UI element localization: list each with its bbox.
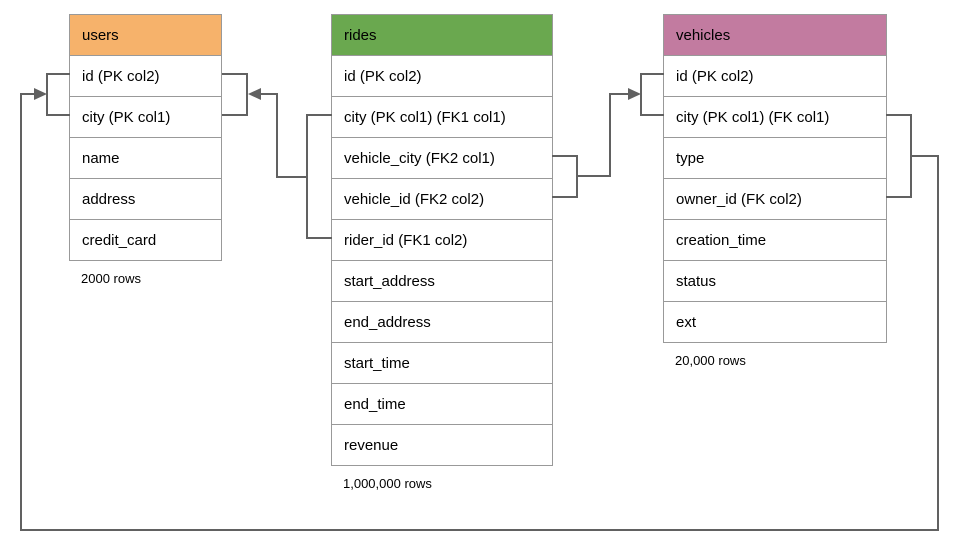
table-row: start_time bbox=[332, 342, 552, 383]
table-rides-box: rides id (PK col2) city (PK col1) (FK1 c… bbox=[331, 14, 553, 466]
table-row: city (PK col1) bbox=[70, 96, 221, 137]
connector-segment bbox=[222, 114, 248, 116]
table-row: ext bbox=[664, 301, 886, 342]
table-vehicles: vehicles id (PK col2) city (PK col1) (FK… bbox=[663, 14, 887, 368]
row-count-label: 1,000,000 rows bbox=[343, 476, 432, 491]
table-row: name bbox=[70, 137, 221, 178]
connector-segment bbox=[246, 73, 248, 116]
connector-segment bbox=[306, 114, 332, 116]
table-row: id (PK col2) bbox=[332, 55, 552, 96]
table-row: revenue bbox=[332, 424, 552, 465]
connector-segment bbox=[306, 237, 332, 239]
connector-segment bbox=[576, 175, 611, 177]
connector-segment bbox=[276, 176, 308, 178]
table-row: type bbox=[664, 137, 886, 178]
table-users-box: users id (PK col2) city (PK col1) name a… bbox=[69, 14, 222, 261]
table-row: credit_card bbox=[70, 219, 221, 260]
table-row: status bbox=[664, 260, 886, 301]
connector-segment bbox=[552, 196, 578, 198]
table-row: start_address bbox=[332, 260, 552, 301]
arrow-left-icon bbox=[248, 88, 261, 100]
table-row: vehicle_id (FK2 col2) bbox=[332, 178, 552, 219]
table-row: id (PK col2) bbox=[664, 55, 886, 96]
table-row: owner_id (FK col2) bbox=[664, 178, 886, 219]
connector-segment bbox=[552, 155, 578, 157]
row-count-label: 2000 rows bbox=[81, 271, 141, 286]
connector-segment bbox=[20, 93, 22, 531]
connector-segment bbox=[886, 196, 912, 198]
table-row: vehicle_city (FK2 col1) bbox=[332, 137, 552, 178]
connector-segment bbox=[20, 93, 35, 95]
table-row: city (PK col1) (FK col1) bbox=[664, 96, 886, 137]
table-vehicles-header: vehicles bbox=[664, 15, 886, 55]
table-row: rider_id (FK1 col2) bbox=[332, 219, 552, 260]
table-row: id (PK col2) bbox=[70, 55, 221, 96]
row-count-label: 20,000 rows bbox=[675, 353, 746, 368]
connector-segment bbox=[46, 114, 70, 116]
connector-segment bbox=[222, 73, 248, 75]
table-users-header: users bbox=[70, 15, 221, 55]
table-row: end_time bbox=[332, 383, 552, 424]
connector-segment bbox=[640, 73, 664, 75]
table-vehicles-box: vehicles id (PK col2) city (PK col1) (FK… bbox=[663, 14, 887, 343]
connector-segment bbox=[609, 93, 611, 177]
table-row: end_address bbox=[332, 301, 552, 342]
arrow-right-icon bbox=[34, 88, 47, 100]
connector-segment bbox=[20, 529, 939, 531]
connector-segment bbox=[261, 93, 278, 95]
arrow-right-icon bbox=[628, 88, 641, 100]
table-rides-header: rides bbox=[332, 15, 552, 55]
table-users: users id (PK col2) city (PK col1) name a… bbox=[69, 14, 222, 286]
connector-segment bbox=[886, 114, 912, 116]
table-row: address bbox=[70, 178, 221, 219]
connector-segment bbox=[46, 73, 48, 116]
connector-segment bbox=[306, 114, 308, 239]
connector-segment bbox=[640, 114, 664, 116]
table-rides: rides id (PK col2) city (PK col1) (FK1 c… bbox=[331, 14, 553, 491]
connector-segment bbox=[640, 73, 642, 116]
connector-segment bbox=[609, 93, 629, 95]
connector-segment bbox=[46, 73, 70, 75]
connector-segment bbox=[910, 155, 939, 157]
table-row: creation_time bbox=[664, 219, 886, 260]
table-row: city (PK col1) (FK1 col1) bbox=[332, 96, 552, 137]
connector-segment bbox=[937, 155, 939, 531]
connector-segment bbox=[276, 93, 278, 178]
